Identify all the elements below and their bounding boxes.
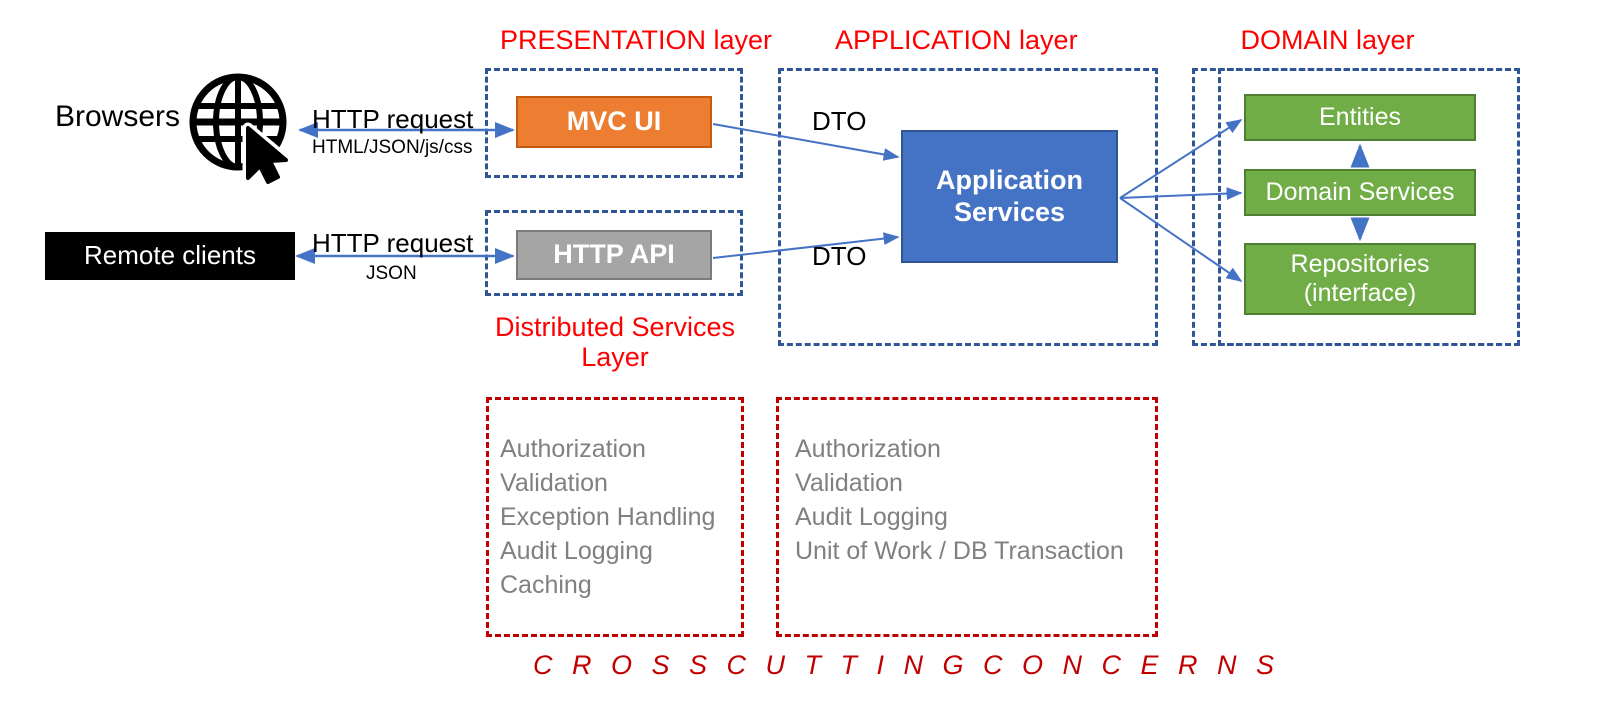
- application-services-line2: Services: [953, 196, 1066, 227]
- application-services-box: Application Services: [901, 130, 1118, 263]
- repositories-line2: (interface): [1303, 279, 1417, 307]
- dto-top-label: DTO: [812, 106, 867, 136]
- domain-services-box: Domain Services: [1244, 169, 1476, 216]
- distributed-services-title-line1: Distributed Services: [494, 312, 736, 342]
- application-cross-cutting-box: [776, 397, 1158, 637]
- cross-cutting-item: Caching: [500, 571, 592, 599]
- browser-request-label: HTTP request: [312, 104, 474, 134]
- application-services-line1: Application: [936, 165, 1083, 196]
- cross-cutting-item: Audit Logging: [500, 537, 653, 565]
- cross-cutting-item: Exception Handling: [500, 503, 716, 531]
- cross-cutting-item: Unit of Work / DB Transaction: [795, 537, 1124, 565]
- repositories-line1: Repositories: [1290, 250, 1430, 279]
- repositories-box: Repositories (interface): [1244, 243, 1476, 315]
- application-cross-cutting-list: Authorization Validation Audit Logging U…: [795, 432, 1124, 568]
- remote-clients-box: Remote clients: [45, 232, 295, 280]
- remote-response-label: JSON: [366, 263, 417, 284]
- cross-cutting-item: Audit Logging: [795, 503, 948, 531]
- browsers-label: Browsers: [55, 100, 181, 133]
- entities-box: Entities: [1244, 94, 1476, 141]
- remote-request-label: HTTP request: [312, 228, 474, 258]
- mvc-ui-box: MVC UI: [516, 96, 712, 148]
- presentation-layer-title: PRESENTATION layer: [500, 25, 773, 55]
- cross-cutting-item: Authorization: [795, 435, 941, 463]
- presentation-cross-cutting-list: Authorization Validation Exception Handl…: [500, 432, 715, 602]
- cross-cutting-item: Authorization: [500, 435, 646, 463]
- globe-cursor-icon: [186, 70, 296, 188]
- cross-cutting-item: Validation: [500, 469, 608, 497]
- cross-cutting-item: Validation: [795, 469, 903, 497]
- http-api-box: HTTP API: [516, 230, 712, 280]
- browser-response-label: HTML/JSON/js/css: [312, 137, 473, 158]
- presentation-cross-cutting-box: [486, 397, 744, 637]
- dto-bottom-label: DTO: [812, 241, 867, 271]
- application-layer-title: APPLICATION layer: [835, 25, 1078, 55]
- domain-layer-title: DOMAIN layer: [1240, 25, 1415, 55]
- cross-cutting-concerns-caption: C R O S S C U T T I N G C O N C E R N S: [533, 650, 1281, 680]
- distributed-services-title-line2: Layer: [581, 341, 649, 372]
- distributed-services-layer-title: Distributed Services Layer: [487, 312, 743, 372]
